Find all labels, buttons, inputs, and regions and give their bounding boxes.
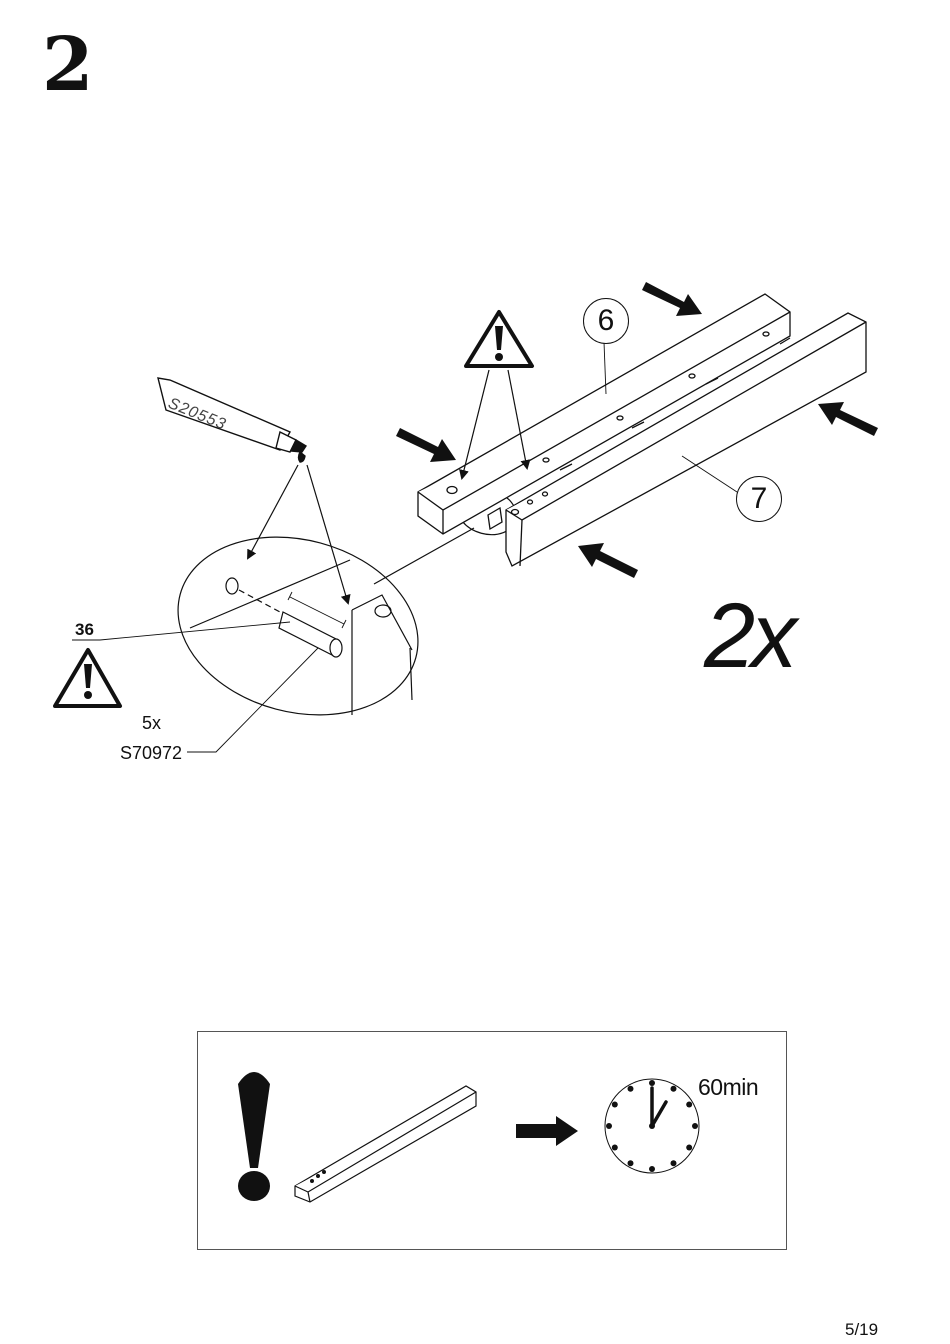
glue-tube-icon	[158, 378, 306, 462]
detail-magnifier	[158, 483, 522, 741]
step-number: 2	[42, 28, 94, 102]
quantity-label: 2x	[704, 590, 793, 682]
warning-icon	[466, 312, 532, 366]
part-callout-6: 6	[583, 298, 629, 344]
drying-time-label: 60min	[698, 1074, 758, 1101]
push-arrow-icon	[396, 428, 456, 462]
drying-note-box	[197, 1031, 787, 1250]
part-callout-7: 7	[736, 476, 782, 522]
push-arrow-icon	[578, 543, 638, 578]
push-arrow-icon	[642, 282, 702, 316]
dowel-code: S70972	[120, 743, 182, 764]
dowel-ref-number: 36	[75, 620, 94, 640]
warning-icon	[55, 650, 120, 706]
push-arrow-icon	[818, 402, 878, 436]
dowel-count: 5x	[142, 713, 161, 734]
page-number: 5/19	[845, 1320, 878, 1340]
